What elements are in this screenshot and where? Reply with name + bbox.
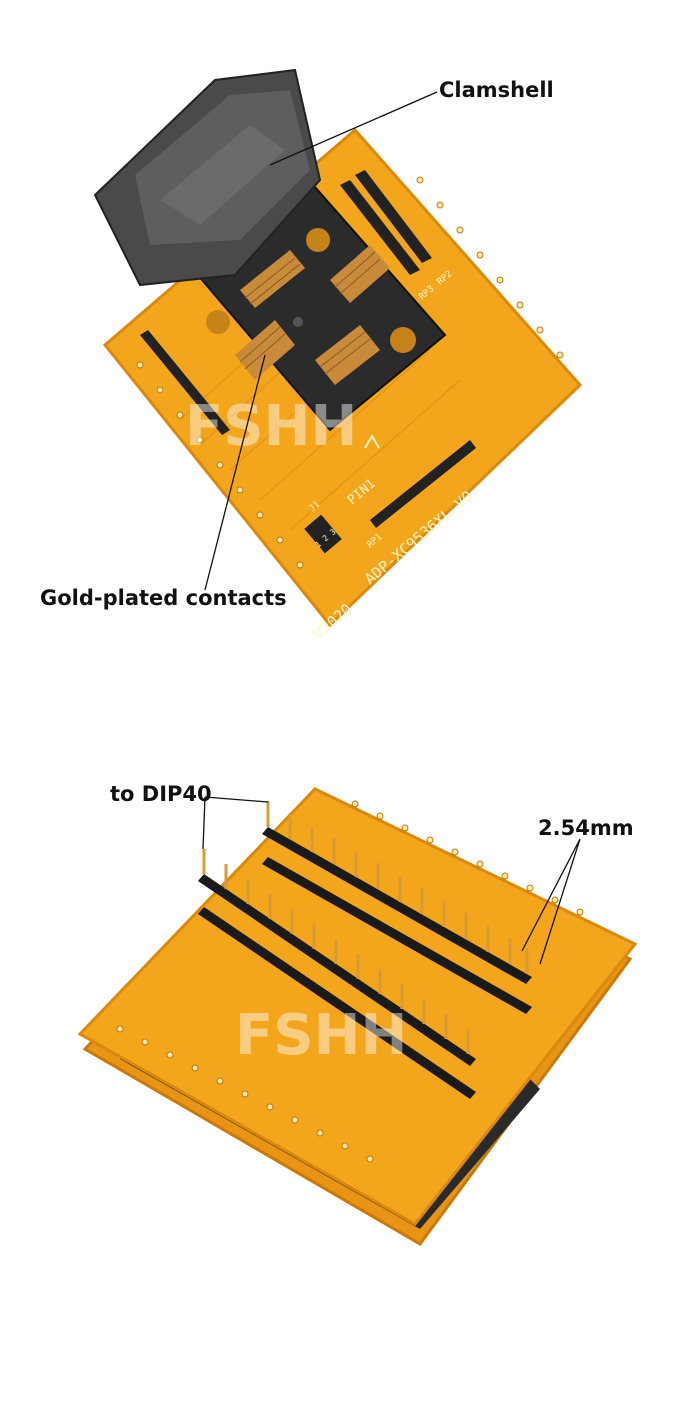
gold-header-pins (202, 801, 529, 1054)
pin1-arrow-icon (364, 434, 380, 449)
clamshell-latch (160, 125, 285, 225)
dip-leader-line-2 (202, 796, 206, 850)
adapter-pcb-upper (77, 787, 638, 1226)
edge-pin-holes-bottom (116, 800, 584, 1163)
resistor-networks (140, 170, 476, 528)
watermark-bottom: FSHH (235, 1003, 407, 1068)
socket-adapter-bottom-photo: FSHH to DIP40 2.54mm (0, 709, 700, 1419)
edge-pin-holes (136, 176, 564, 569)
callout-gold-contacts: Gold-plated contacts (40, 586, 287, 610)
callout-clamshell: Clamshell (439, 78, 554, 102)
top-illustration: ADP-XC9536XL-VQ V2020 PIN1 RP1 RP2 RP3 J… (93, 68, 583, 643)
pitch-leader-line-1 (521, 838, 581, 952)
contacts-leader-line (204, 354, 266, 591)
callout-to-dip40: to DIP40 (110, 782, 212, 806)
dip-leader-line-1 (204, 796, 269, 803)
pitch-leader-line-2 (539, 838, 581, 965)
socket-guide-holes (206, 228, 416, 353)
clamshell-leader-line (269, 91, 438, 166)
bottom-illustration: FSHH (77, 787, 638, 1246)
watermark-top: FSHH (185, 394, 357, 459)
jumper-block (304, 514, 342, 554)
pin-header-row-1 (262, 827, 532, 984)
pin-header-row-2 (262, 857, 532, 1014)
pin-header-row-4 (198, 907, 476, 1099)
socket-adapter-top-photo: ADP-XC9536XL-VQ V2020 PIN1 RP1 RP2 RP3 J… (0, 0, 700, 700)
callout-pitch: 2.54mm (538, 816, 634, 840)
contact-lines (239, 251, 381, 375)
pin-header-row-3 (198, 874, 476, 1066)
